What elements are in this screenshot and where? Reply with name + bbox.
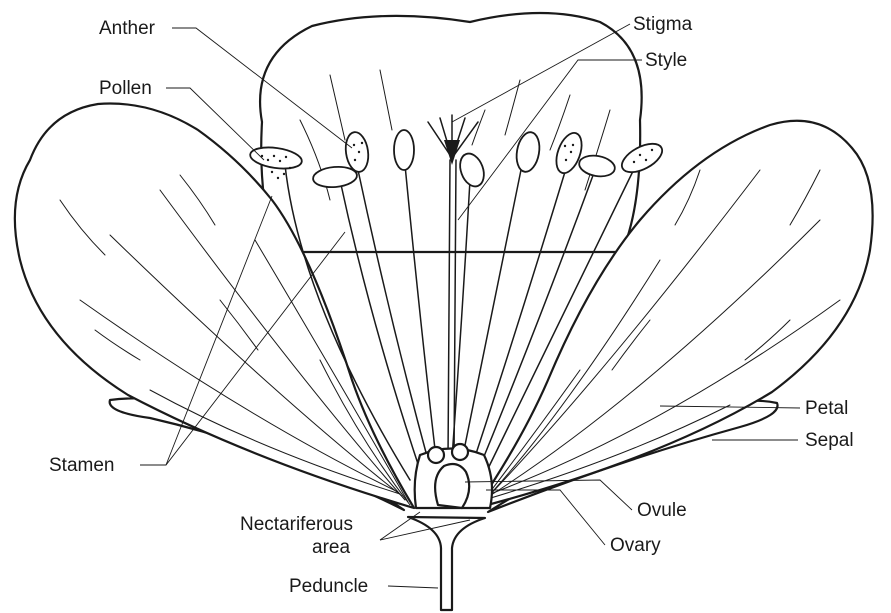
ovule [435, 464, 469, 508]
label-style: Style [645, 50, 687, 71]
label-sepal: Sepal [805, 430, 854, 451]
label-ovule: Ovule [637, 500, 687, 521]
label-ovary: Ovary [610, 535, 661, 556]
label-stamen: Stamen [49, 455, 114, 476]
label-nectariferous-line2: area [312, 537, 350, 558]
leader-peduncle [388, 586, 438, 588]
nectary-lobe-left [428, 447, 444, 463]
label-anther: Anther [99, 18, 156, 39]
label-nectariferous-line1: Nectariferous [240, 514, 353, 535]
nectary-lobe-right [452, 444, 468, 460]
label-pollen: Pollen [99, 78, 152, 99]
label-peduncle: Peduncle [289, 576, 368, 597]
label-petal: Petal [805, 398, 848, 419]
label-stigma: Stigma [633, 14, 693, 35]
